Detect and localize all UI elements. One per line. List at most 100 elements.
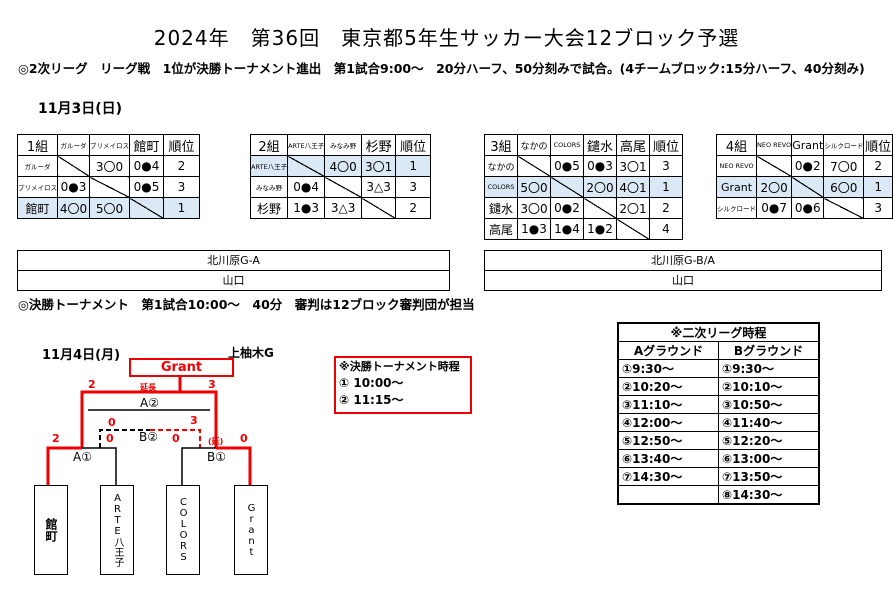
result-cell: 0●4 — [129, 155, 164, 177]
col-header: 順位 — [395, 134, 432, 156]
row-team: Grant — [716, 176, 757, 198]
bracket-a1-right — [82, 447, 117, 485]
diag-cell — [550, 176, 584, 198]
col-header: NEO REVO — [755, 134, 793, 156]
result-cell: 3〇0 — [89, 155, 130, 177]
col-header: 順位 — [863, 134, 893, 156]
row-team: 館町 — [17, 197, 58, 219]
result-cell: 1●3 — [517, 218, 551, 240]
tournament-schedule: ※決勝トーナメント時程 ① 10:00～ ② 11:15～ — [334, 356, 472, 414]
diag-cell — [755, 155, 793, 177]
time-a: ④12:00～ — [617, 413, 719, 432]
group-4-table: 4組 NEO REVO Grant シルクロード 順位 NEO REVO 0●2… — [716, 134, 893, 219]
rank-cell: 3 — [863, 197, 893, 219]
bracket-b2-right — [150, 429, 201, 448]
result-cell: 0●7 — [755, 197, 793, 219]
tournament-winner: Grant — [129, 358, 234, 377]
team-box-2: ARTE八王子 — [100, 485, 134, 575]
tournament-description: ◎決勝トーナメント 第1試合10:00～ 40分 審判は12ブロック審判団が担当 — [18, 297, 475, 312]
result-cell: 2〇0 — [755, 176, 793, 198]
bracket-b2-left — [99, 429, 150, 448]
group-3-table: 3組 なかの COLORS 鑓水 高尾 順位 なかの 0●5 0●3 3〇1 3… — [484, 134, 683, 240]
match-label-a1: A① — [73, 450, 92, 464]
diag-cell — [89, 176, 130, 198]
diag-cell — [823, 197, 865, 219]
time-a — [617, 485, 719, 505]
result-cell: 0●2 — [550, 197, 584, 219]
result-cell: 3〇1 — [361, 155, 397, 177]
time-b: ③10:50～ — [718, 395, 820, 414]
group-2-table: 2組 ARTE八王子 みなみ野 杉野 順位 ARTE八王子 4〇0 3〇1 1 … — [249, 134, 432, 219]
tournament-place: 上柚木G — [228, 346, 274, 360]
time-a: ⑤12:50～ — [617, 431, 719, 450]
result-cell: 0●3 — [583, 155, 617, 177]
b2-right-score: 3 — [190, 414, 198, 427]
a1-right-score: 0 — [106, 432, 114, 445]
time-a: ①9:30～ — [617, 359, 719, 378]
match-label-b2: B② — [139, 430, 158, 444]
schedule-item: ① 10:00～ — [339, 376, 404, 390]
row-team: シルクロード — [716, 197, 757, 219]
result-cell: 4〇0 — [324, 155, 363, 177]
row-team: 杉野 — [249, 197, 289, 219]
schedule-title: ※決勝トーナメント時程 — [339, 360, 460, 373]
bracket-b1-left — [181, 447, 216, 485]
pk-label: (延) — [208, 437, 224, 446]
team-box-3: COLORS — [166, 485, 200, 575]
group-1-table: 1組 ガルーダ ブリメイロス 館町 順位 ガルーダ 3〇0 0●4 2 プリメイ… — [17, 134, 200, 219]
rank-cell: 1 — [649, 176, 683, 198]
league-date: 11月3日(日) — [38, 101, 123, 117]
page-title: 2024年 第36回 東京都5年生サッカー大会12ブロック予選 — [153, 26, 740, 50]
rank-cell: 3 — [163, 176, 200, 198]
league-schedule-table: ※二次リーグ時程 Aグラウンド Bグラウンド ①9:30～①9:30～ ②10:… — [617, 322, 820, 505]
schedule-item: ② 11:15～ — [339, 393, 404, 407]
tournament-date: 11月4日(月) — [42, 348, 121, 363]
result-cell: 5〇0 — [89, 197, 130, 219]
group-name: 3組 — [484, 134, 518, 156]
team-box-4: Grant — [234, 485, 268, 575]
time-b: ⑦13:50～ — [718, 467, 820, 486]
extra-time-label: 延長 — [140, 383, 156, 392]
group-name: 1組 — [17, 134, 58, 156]
time-b: ②10:10～ — [718, 377, 820, 396]
diag-cell — [324, 176, 363, 198]
diag-cell — [287, 155, 326, 177]
venue-right: 北川原G-B/A 山口 — [484, 250, 882, 291]
venue-ground: 北川原G-B/A — [651, 254, 715, 267]
rank-cell: 2 — [395, 197, 432, 219]
diag-cell — [517, 155, 551, 177]
diag-cell — [583, 197, 617, 219]
time-a: ②10:20～ — [617, 377, 719, 396]
bracket-a1-left — [46, 446, 82, 485]
bracket-final-right — [180, 390, 218, 448]
league-description: ◎2次リーグ リーグ戦 1位が決勝トーナメント進出 第1試合9:00～ 20分ハ… — [18, 61, 865, 76]
row-team: ARTE八王子 — [249, 155, 289, 177]
venue-referee: 山口 — [485, 270, 881, 290]
result-cell: 0●4 — [287, 176, 326, 198]
result-cell: 7〇0 — [823, 155, 865, 177]
time-b: ⑤12:20～ — [718, 431, 820, 450]
diag-cell — [57, 155, 90, 177]
final-right-score: 3 — [208, 378, 216, 391]
row-team: 高尾 — [484, 218, 518, 240]
match-label-b1: B① — [207, 450, 226, 464]
rank-cell: 4 — [649, 218, 683, 240]
result-cell: 2〇0 — [583, 176, 617, 198]
venue-referee: 山口 — [18, 270, 449, 290]
time-b: ⑧14:30～ — [718, 485, 820, 505]
match-label-a2: A② — [140, 396, 159, 410]
team-box-1: 館町 — [34, 485, 68, 575]
venue-ground: 北川原G-A — [207, 254, 260, 267]
time-b: ①9:30～ — [718, 359, 820, 378]
time-b: ④11:40～ — [718, 413, 820, 432]
result-cell: 6〇0 — [823, 176, 865, 198]
result-cell: 1●3 — [287, 197, 326, 219]
b1-right-score: 0 — [240, 432, 248, 445]
a1-left-score: 2 — [52, 432, 60, 445]
diag-cell — [361, 197, 397, 219]
result-cell: 0●3 — [57, 176, 90, 198]
time-b: ⑥13:00～ — [718, 449, 820, 468]
final-left-score: 2 — [88, 378, 96, 391]
bracket-final-left — [80, 390, 180, 448]
